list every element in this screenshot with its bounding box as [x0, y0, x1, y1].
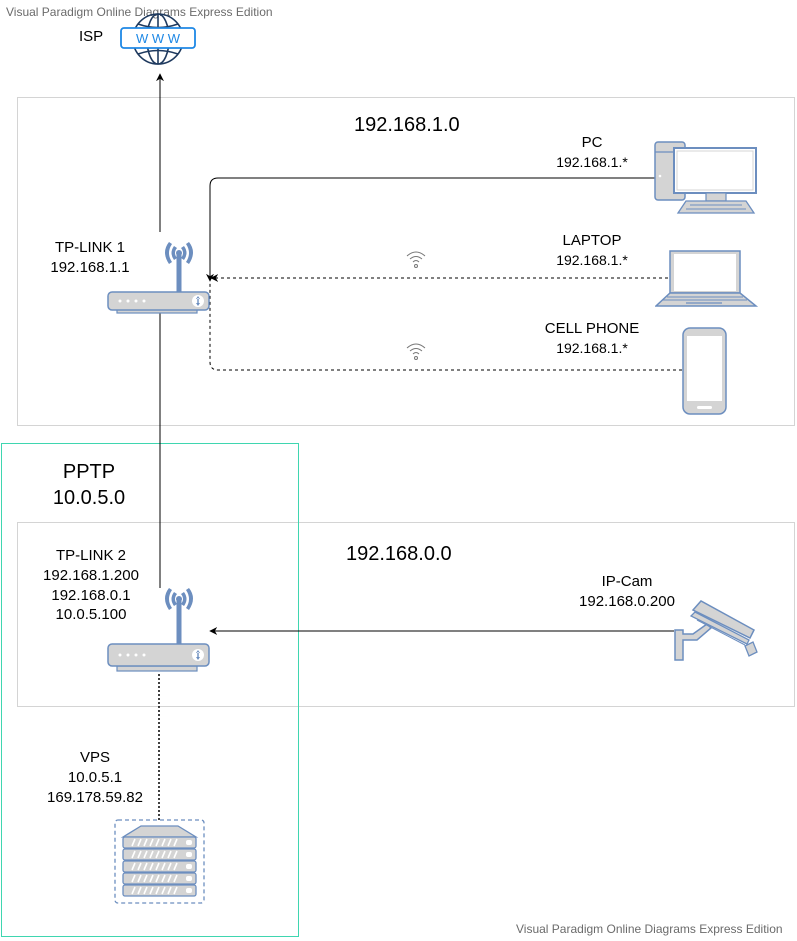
- ipcam-name: IP-Cam: [601, 573, 653, 590]
- vps-ip-1: 10.0.5.1: [67, 768, 123, 786]
- laptop-label: LAPTOP 192.168.1.*: [545, 231, 639, 270]
- edge-pc-tplink1: [206, 177, 655, 282]
- laptop-name: LAPTOP: [562, 232, 622, 249]
- isp-label: ISP: [79, 28, 104, 45]
- tplink2-ip-3: 10.0.5.100: [55, 606, 127, 624]
- zone-pptp-subnet: 10.0.5.0: [52, 487, 126, 509]
- cellphone-ip: 192.168.1.*: [556, 340, 628, 357]
- zone-pptp-title: PPTP: [62, 461, 116, 483]
- pc-ip: 192.168.1.*: [556, 154, 628, 171]
- tplink1-label: TP-LINK 1 192.168.1.1: [46, 238, 134, 277]
- zone-lan1-label: 192.168.1.0: [354, 114, 460, 136]
- laptop-icon[interactable]: [655, 249, 759, 307]
- wifi-router-icon[interactable]: [107, 588, 211, 674]
- wifi-signal-icon: [406, 343, 426, 360]
- desktop-pc-icon[interactable]: [654, 140, 758, 216]
- zone-lan-192-168-0-0: [17, 522, 795, 707]
- edge-cellphone-tplink1: [209, 278, 682, 371]
- security-camera-icon[interactable]: [673, 600, 759, 662]
- cellphone-label: CELL PHONE 192.168.1.*: [534, 319, 650, 358]
- tplink2-name: TP-LINK 2: [55, 547, 127, 564]
- server-rack-icon[interactable]: [114, 819, 206, 905]
- zone-pptp-label: PPTP 10.0.5.0: [44, 459, 134, 511]
- tplink1-name: TP-LINK 1: [54, 239, 126, 256]
- zone-pptp: [1, 443, 299, 937]
- cellphone-name: CELL PHONE: [544, 320, 640, 337]
- wifi-router-icon[interactable]: [107, 234, 211, 320]
- www-text: W W W: [136, 31, 181, 46]
- tplink1-ip: 192.168.1.1: [50, 258, 130, 276]
- zone-lan0-label: 192.168.0.0: [346, 543, 452, 565]
- pc-label: PC 192.168.1.*: [545, 133, 639, 172]
- watermark-top: Visual Paradigm Online Diagrams Express …: [6, 5, 273, 19]
- vps-ip-2: 169.178.59.82: [47, 788, 143, 806]
- watermark-bottom: Visual Paradigm Online Diagrams Express …: [516, 922, 783, 936]
- vps-label: VPS 10.0.5.1 169.178.59.82: [38, 748, 152, 807]
- pc-name: PC: [581, 134, 603, 151]
- tplink2-label: TP-LINK 2 192.168.1.200 192.168.0.1 10.0…: [34, 546, 148, 625]
- ipcam-label: IP-Cam 192.168.0.200: [566, 572, 688, 612]
- ipcam-ip: 192.168.0.200: [579, 592, 675, 610]
- laptop-ip: 192.168.1.*: [556, 252, 628, 269]
- vps-name: VPS: [79, 749, 110, 766]
- zone-lan-192-168-1-0: [17, 97, 795, 426]
- smartphone-icon[interactable]: [682, 327, 728, 415]
- tplink2-ip-2: 192.168.0.1: [51, 586, 131, 604]
- globe-www-icon[interactable]: W W W: [118, 11, 198, 67]
- wifi-signal-icon: [406, 251, 426, 268]
- tplink2-ip-1: 192.168.1.200: [43, 566, 139, 584]
